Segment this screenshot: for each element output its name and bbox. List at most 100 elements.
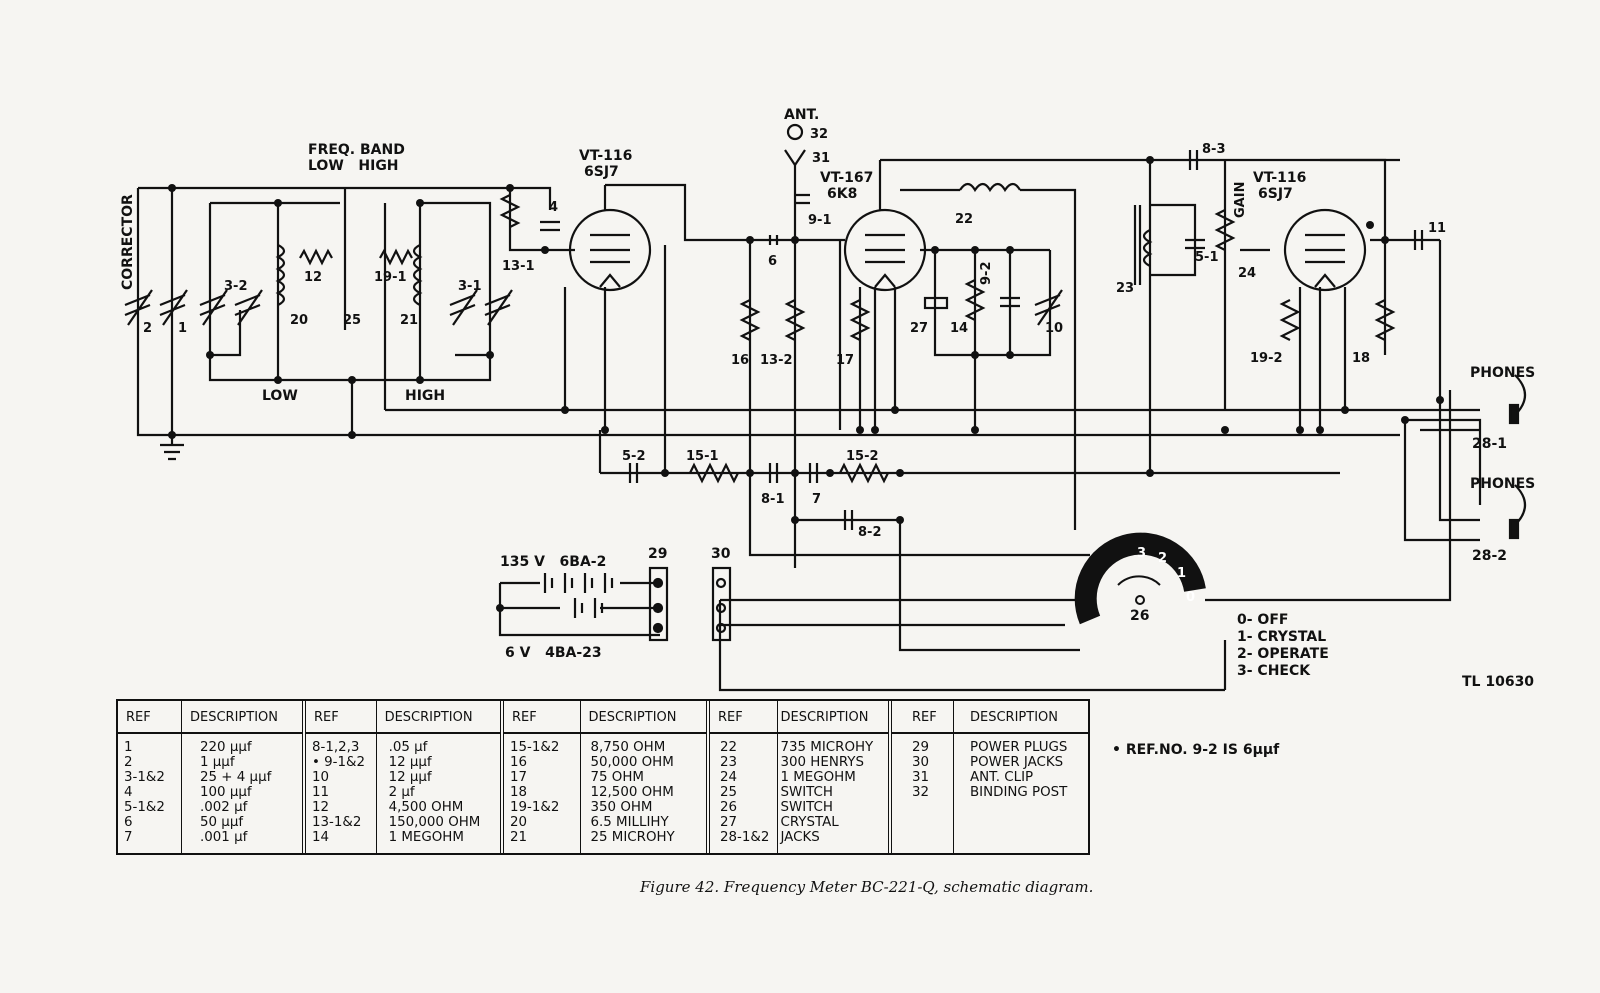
ref-9-2: 9-2 [979, 262, 994, 286]
tube2-type: VT-167 [820, 170, 873, 186]
description-header: DESCRIPTION [182, 701, 302, 734]
battery-135v-label: 135 V 6BA-2 [500, 554, 606, 570]
switch-pos-1: 1 [1177, 566, 1186, 581]
switch-pos-3: 3 [1137, 546, 1146, 561]
high-label: HIGH [405, 388, 445, 404]
ref-17: 17 [836, 353, 854, 368]
ref-22: 22 [955, 212, 973, 227]
phones-label-2: PHONES [1470, 476, 1535, 492]
ref-19-1: 19-1 [374, 270, 407, 285]
components [124, 123, 1527, 642]
ref-9-1: 9-1 [808, 213, 832, 228]
ref-6: 6 [768, 254, 777, 269]
ref-header: REF [710, 701, 778, 734]
figure-caption: Figure 42. Frequency Meter BC-221-Q, sch… [640, 878, 1094, 896]
switch-legend-0: 0- OFF [1237, 612, 1288, 628]
ref-8-3: 8-3 [1202, 142, 1226, 157]
corrector-label: CORRECTOR [120, 194, 136, 290]
switch-26-label: 26 [1130, 608, 1149, 624]
jack-28-1-label: 28-1 [1472, 436, 1507, 452]
junction-dots [168, 156, 1444, 612]
ref-18: 18 [1352, 351, 1370, 366]
low-label: LOW [262, 388, 298, 404]
tube1-type: VT-116 [579, 148, 632, 164]
description-header: DESCRIPTION [580, 701, 706, 734]
ref-7: 7 [812, 492, 821, 507]
switch-pos-2: 2 [1158, 551, 1167, 566]
ref-23: 23 [1116, 281, 1134, 296]
ref-5-1: 5-1 [1195, 250, 1219, 265]
ref-4: 4 [549, 200, 558, 215]
ref-25: 25 [343, 313, 361, 328]
battery-6v-label: 6 V 4BA-23 [505, 645, 602, 661]
low-high-label: LOW HIGH [308, 158, 399, 174]
freq-band-label: FREQ. BAND [308, 142, 405, 158]
ref-24: 24 [1238, 266, 1256, 281]
ref-32: 32 [810, 127, 828, 142]
ref-3-2: 3-2 [224, 279, 248, 294]
tube3-code: 6SJ7 [1258, 186, 1293, 202]
tl-number: TL 10630 [1462, 674, 1534, 690]
ref-27: 27 [910, 321, 928, 336]
ref-header: REF [118, 701, 181, 734]
schematic-diagram: ANT. FREQ. BAND LOW HIGH CORRECTOR VT-11… [120, 107, 1535, 692]
ref-5-2: 5-2 [622, 449, 646, 464]
phones-label-1: PHONES [1470, 365, 1535, 381]
ref-12: 12 [304, 270, 322, 285]
switch-legend-3: 3- CHECK [1237, 663, 1311, 679]
tube3-type: VT-116 [1253, 170, 1306, 186]
jack-28-2-label: 28-2 [1472, 548, 1507, 564]
ref-20: 20 [290, 313, 308, 328]
description-header: DESCRIPTION [376, 701, 500, 734]
switch-legend-1: 1- CRYSTAL [1237, 629, 1326, 645]
ref-16: 16 [731, 353, 749, 368]
ref-11: 11 [1428, 221, 1446, 236]
wiring [136, 158, 1482, 692]
tube2-code: 6K8 [827, 186, 857, 202]
ref-1: 1 [178, 321, 187, 336]
ref-14: 14 [950, 321, 968, 336]
component-refs: 32 31 9-1 6 13-1 4 3-2 3-1 2 1 12 19-1 2… [143, 127, 1446, 540]
description-header: DESCRIPTION [954, 701, 1088, 734]
ref-15-2: 15-2 [846, 449, 879, 464]
ref-3-1: 3-1 [458, 279, 482, 294]
gain-label: GAIN [1233, 182, 1248, 218]
tube1-code: 6SJ7 [584, 164, 619, 180]
ref-header: REF [892, 701, 953, 734]
ref-2: 2 [143, 321, 152, 336]
ref-31: 31 [812, 151, 830, 166]
ant-label: ANT. [784, 107, 819, 123]
ref-8-1: 8-1 [761, 492, 785, 507]
ref-15-1: 15-1 [686, 449, 719, 464]
ref-19-2: 19-2 [1250, 351, 1283, 366]
ref-21: 21 [400, 313, 418, 328]
ref-10: 10 [1045, 321, 1063, 336]
ref-header: REF [306, 701, 376, 734]
plug-29-label: 29 [648, 546, 667, 562]
ref-13-2: 13-2 [760, 353, 793, 368]
switch-legend-2: 2- OPERATE [1237, 646, 1329, 662]
footnote: • REF.NO. 9-2 IS 6μμf [1112, 742, 1280, 758]
switch-pos-0: 0 [1186, 590, 1195, 605]
switch-26-symbol [1074, 532, 1206, 625]
ref-8-2: 8-2 [858, 525, 882, 540]
jack-30-label: 30 [711, 546, 731, 562]
ref-header: REF [504, 701, 580, 734]
ref-13-1: 13-1 [502, 259, 535, 274]
